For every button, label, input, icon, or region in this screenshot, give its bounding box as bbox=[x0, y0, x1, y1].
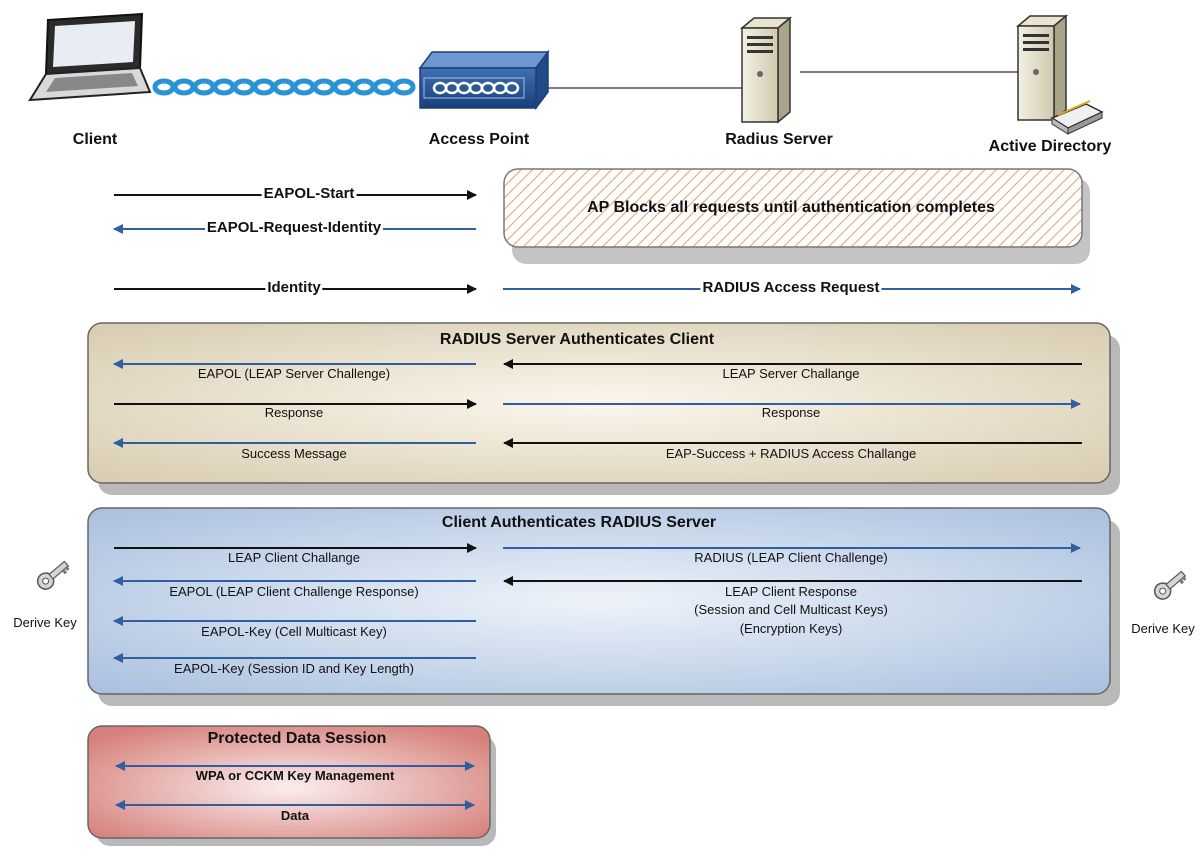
leap-client-challange-label: LEAP Client Challange bbox=[227, 550, 361, 565]
data-label: Data bbox=[280, 808, 310, 823]
access-point-icon bbox=[418, 49, 550, 111]
protected-panel-title: Protected Data Session bbox=[207, 730, 387, 747]
protected-data-panel bbox=[87, 725, 491, 839]
client-label: Client bbox=[72, 131, 118, 148]
ap-blocks-label: AP Blocks all requests until authenticat… bbox=[587, 199, 995, 216]
radius-access-request-label: RADIUS Access Request bbox=[700, 279, 882, 296]
laptop-icon bbox=[28, 12, 152, 102]
key-icon-left bbox=[36, 560, 70, 590]
active-directory-label: Active Directory bbox=[988, 138, 1112, 155]
radius-leap-client-challenge-label: RADIUS (LEAP Client Challenge) bbox=[694, 550, 888, 565]
active-directory-server-icon bbox=[1015, 14, 1069, 122]
eapol-request-identity-label: EAPOL-Request-Identity bbox=[204, 219, 384, 236]
access-point-label: Access Point bbox=[428, 131, 530, 148]
radius-auth-panel-title: RADIUS Server Authenticates Client bbox=[439, 331, 715, 348]
key-management-label: WPA or CCKM Key Management bbox=[195, 768, 395, 783]
derive-key-left-label: Derive Key bbox=[13, 615, 77, 630]
eapol-leap-server-challenge-label: EAPOL (LEAP Server Challenge) bbox=[197, 366, 391, 381]
identity-label: Identity bbox=[265, 279, 323, 296]
radius-server-icon bbox=[739, 16, 793, 124]
ap-blocks-box bbox=[503, 168, 1083, 248]
directory-book-icon bbox=[1050, 100, 1104, 135]
session-cell-multicast-keys-label: (Session and Cell Multicast Keys) bbox=[694, 602, 888, 617]
eap-success-label: EAP-Success + RADIUS Access Challange bbox=[665, 446, 917, 461]
eapol-key-cell-multicast-label: EAPOL-Key (Cell Multicast Key) bbox=[201, 624, 387, 639]
client-auth-panel-title: Client Authenticates RADIUS Server bbox=[441, 514, 717, 531]
key-icon-right bbox=[1153, 570, 1187, 600]
client-auth-panel bbox=[87, 507, 1111, 695]
leap-client-response-label: LEAP Client Response bbox=[724, 584, 858, 599]
eapol-client-challenge-response-label: EAPOL (LEAP Client Challenge Response) bbox=[169, 584, 419, 599]
eapol-start-label: EAPOL-Start bbox=[261, 185, 357, 202]
radius-server-label: Radius Server bbox=[725, 131, 833, 148]
ap-response-label: Response bbox=[761, 405, 821, 420]
client-response-label: Response bbox=[264, 405, 324, 420]
success-message-label: Success Message bbox=[241, 446, 347, 461]
eapol-key-session-id-label: EAPOL-Key (Session ID and Key Length) bbox=[174, 661, 414, 676]
leap-server-challange-label: LEAP Server Challange bbox=[722, 366, 860, 381]
encryption-keys-label: (Encryption Keys) bbox=[739, 621, 843, 636]
wireless-link-icon bbox=[152, 78, 416, 96]
derive-key-right-label: Derive Key bbox=[1131, 621, 1195, 636]
